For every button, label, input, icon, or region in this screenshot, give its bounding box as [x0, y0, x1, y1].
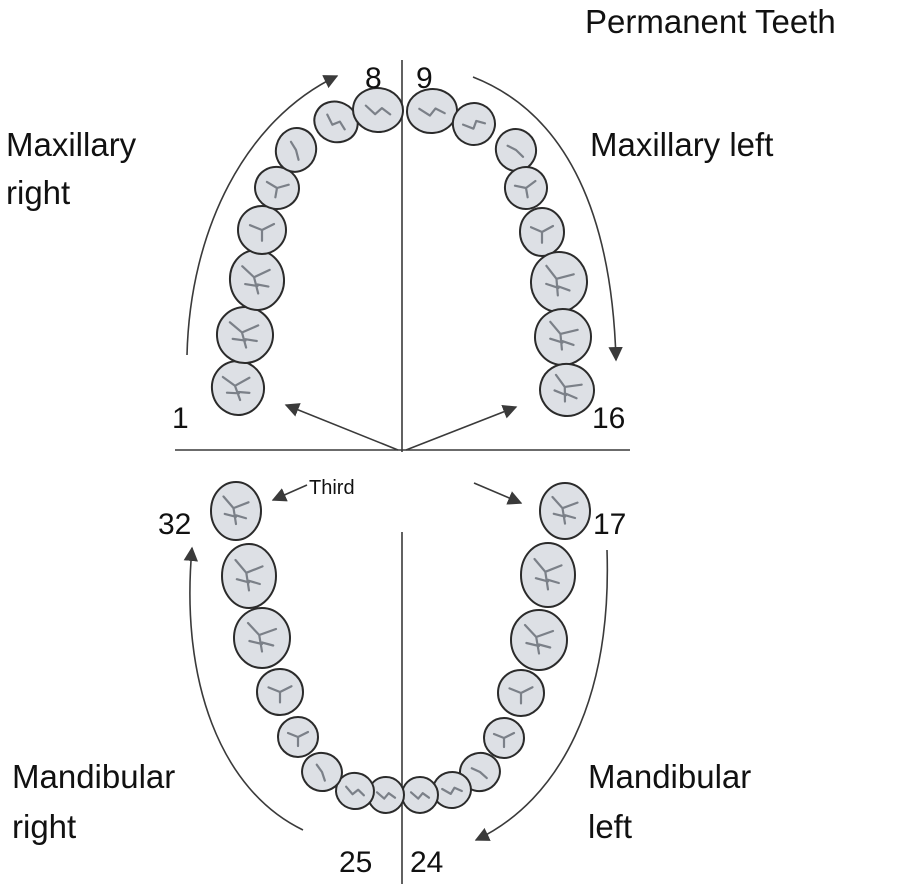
tooth-28 [276, 715, 320, 759]
tooth-3 [229, 249, 285, 311]
arrow-maxillary-right [186, 75, 339, 356]
label-mandibular-right-line2: right [12, 808, 77, 845]
tooth-6 [274, 127, 318, 173]
label-mandibular-right-line1: Mandibular [12, 758, 176, 795]
arrow-mandibular-left [474, 549, 609, 841]
arrow-maxillary-left [472, 76, 623, 362]
arrow-mandibular-right [183, 546, 304, 831]
tooth-number-1: 1 [172, 402, 189, 435]
label-third-molar: Third [309, 477, 355, 499]
chart-title: Permanent Teeth [585, 3, 836, 40]
tooth-1 [210, 360, 266, 416]
tooth-27 [301, 751, 343, 792]
arrow-to-tooth-16 [405, 405, 518, 451]
tooth-15 [534, 308, 592, 366]
tooth-17 [538, 481, 592, 541]
tooth-10 [451, 102, 496, 146]
tooth-19 [509, 608, 569, 672]
tooth-5 [254, 165, 300, 210]
tooth-31 [220, 542, 278, 610]
tooth-32 [209, 480, 263, 542]
arrow-third-left [473, 482, 523, 505]
label-maxillary-right-line1: Maxillary [6, 126, 137, 163]
arrow-third-right [271, 484, 308, 502]
arrow-to-tooth-1 [284, 403, 399, 451]
tooth-12 [503, 166, 548, 210]
tooth-9 [406, 88, 458, 134]
tooth-number-16: 16 [592, 402, 626, 435]
tooth-14 [530, 251, 588, 313]
label-mandibular-left-line2: left [588, 808, 633, 845]
tooth-number-32: 32 [158, 508, 192, 541]
tooth-30 [232, 606, 292, 670]
tooth-21 [482, 716, 526, 760]
tooth-13 [518, 206, 566, 258]
tooth-number-9: 9 [416, 62, 433, 95]
label-maxillary-right-line2: right [6, 174, 71, 211]
tooth-4 [236, 204, 288, 256]
tooth-2 [216, 306, 274, 364]
tooth-20 [496, 668, 546, 718]
tooth-8 [352, 87, 404, 133]
tooth-29 [255, 667, 305, 717]
tooth-16 [539, 362, 595, 417]
tooth-number-17: 17 [593, 508, 627, 541]
label-maxillary-left: Maxillary left [590, 126, 774, 163]
tooth-number-8: 8 [365, 62, 382, 95]
label-mandibular-left-line1: Mandibular [588, 758, 752, 795]
tooth-number-25: 25 [339, 846, 373, 879]
tooth-24 [400, 775, 440, 815]
tooth-26 [335, 771, 375, 810]
tooth-18 [519, 541, 577, 609]
tooth-number-24: 24 [410, 846, 444, 879]
